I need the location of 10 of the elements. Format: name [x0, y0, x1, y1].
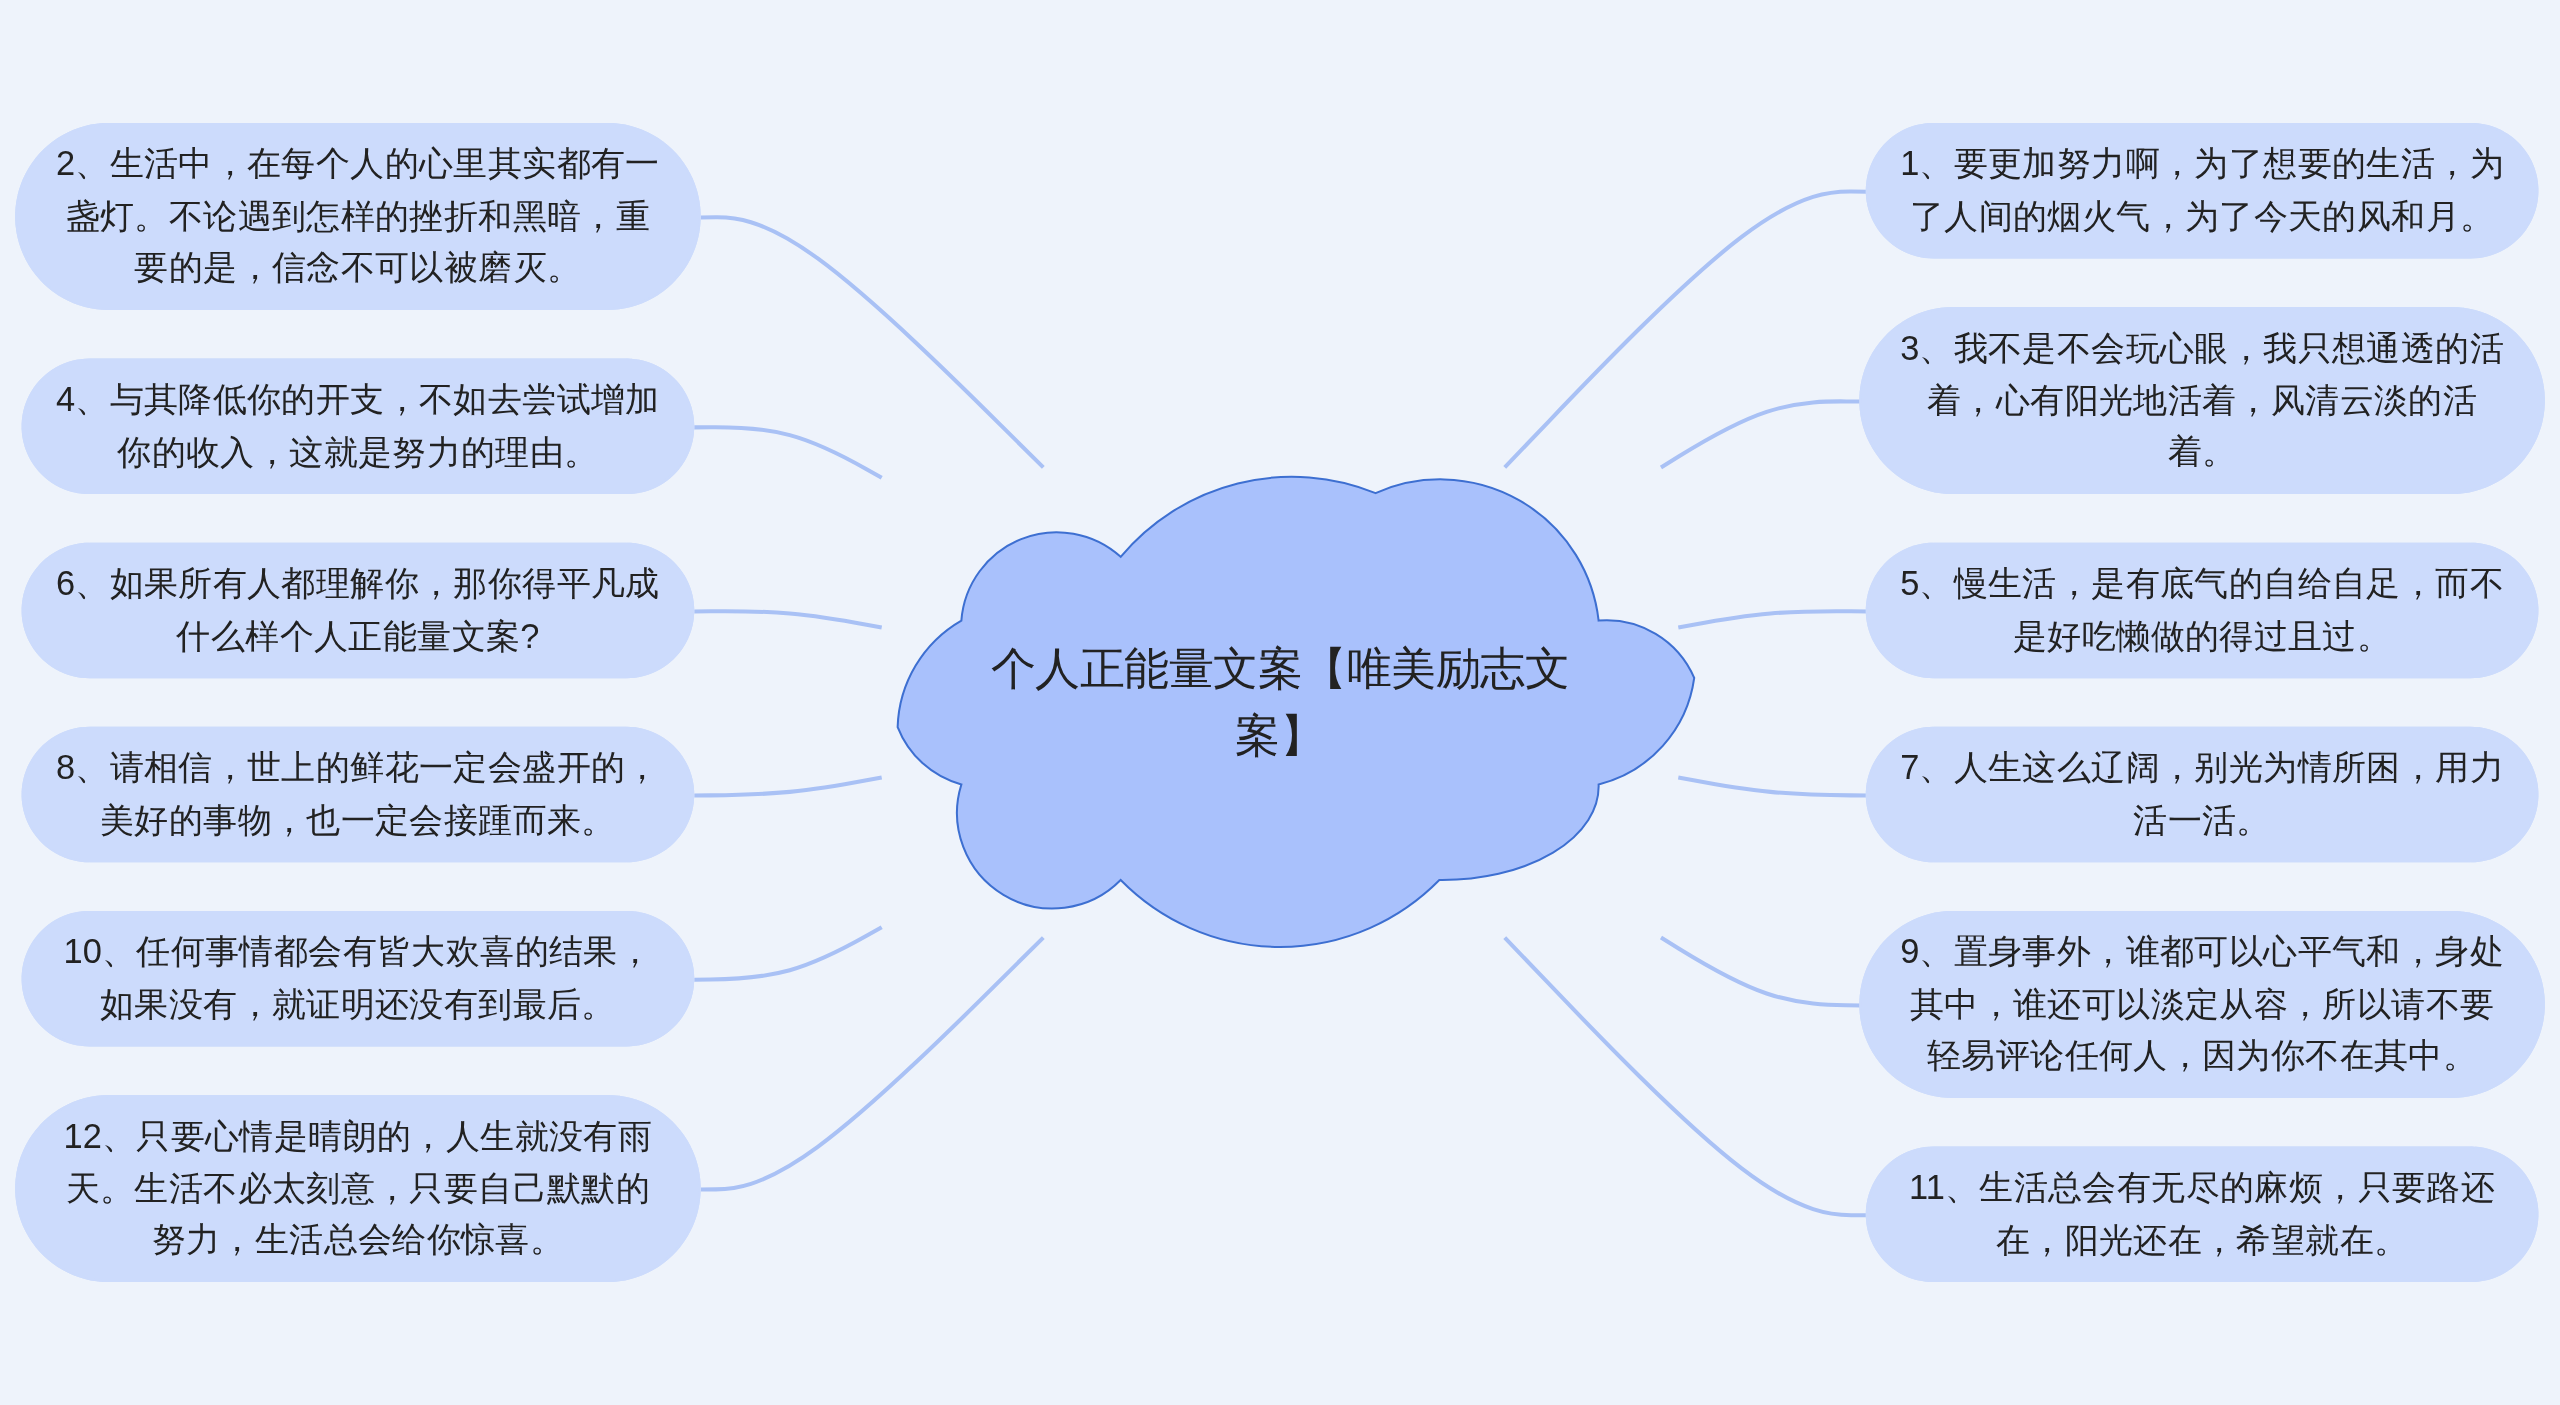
- connector: [694, 925, 883, 982]
- connector: [694, 609, 883, 630]
- connector: [1677, 609, 1868, 630]
- connector: [694, 425, 883, 480]
- connector: [694, 775, 883, 798]
- connector: [700, 215, 1045, 469]
- connector: [700, 936, 1045, 1192]
- connector: [1503, 189, 1868, 469]
- connector: [1503, 936, 1868, 1218]
- connector: [1677, 775, 1868, 798]
